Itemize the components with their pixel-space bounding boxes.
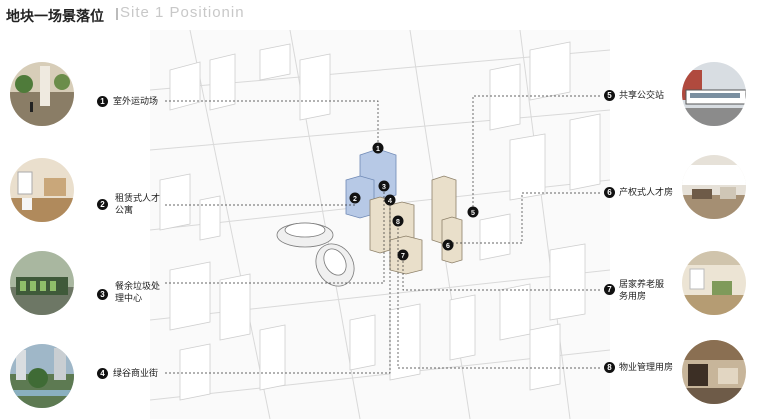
svg-text:8: 8 [396,219,400,226]
outdoor-sports-field-photo [10,62,74,126]
property-management-room-photo [682,340,746,404]
property-talent-housing-photo [682,155,746,219]
marker-8: 8 [604,362,615,373]
marker-2: 2 [97,199,108,210]
label-property-management-room: 物业管理用房 [619,362,674,372]
label-outdoor-sports-field: 室外运动场 [113,96,159,106]
svg-text:3: 3 [382,184,386,191]
svg-text:5: 5 [471,210,475,217]
svg-text:6: 6 [446,243,450,250]
label-food-waste-center: 餐余垃圾处理中心 [115,281,161,303]
food-waste-center-photo [10,251,74,315]
svg-text:4: 4 [388,198,392,205]
marker-6: 6 [604,187,615,198]
marker-5: 5 [604,90,615,101]
svg-text:7: 7 [401,253,405,260]
label-property-talent-housing: 产权式人才房 [619,187,674,197]
label-green-valley-street: 绿谷商业街 [113,368,159,378]
svg-text:2: 2 [353,196,357,203]
elderly-care-room-photo [682,251,746,315]
label-shared-bus-station: 共享公交站 [619,90,665,100]
title-divider [116,8,118,20]
shared-bus-station-photo [682,62,746,126]
page-subtitle: Site 1 Positionin [120,4,245,21]
marker-7: 7 [604,284,615,295]
label-elderly-care-room: 居家养老服务用房 [619,279,665,301]
green-valley-street-photo [10,344,74,408]
rental-apartment-photo [10,158,74,222]
marker-3: 3 [97,289,108,300]
page-title: 地块一场景落位 [6,8,104,24]
site-axonometric-map: 1 2 3 4 5 6 7 8 [150,30,610,419]
label-rental-apartment: 租赁式人才公寓 [115,193,161,215]
marker-4: 4 [97,368,108,379]
marker-1: 1 [97,96,108,107]
svg-text:1: 1 [376,146,380,153]
